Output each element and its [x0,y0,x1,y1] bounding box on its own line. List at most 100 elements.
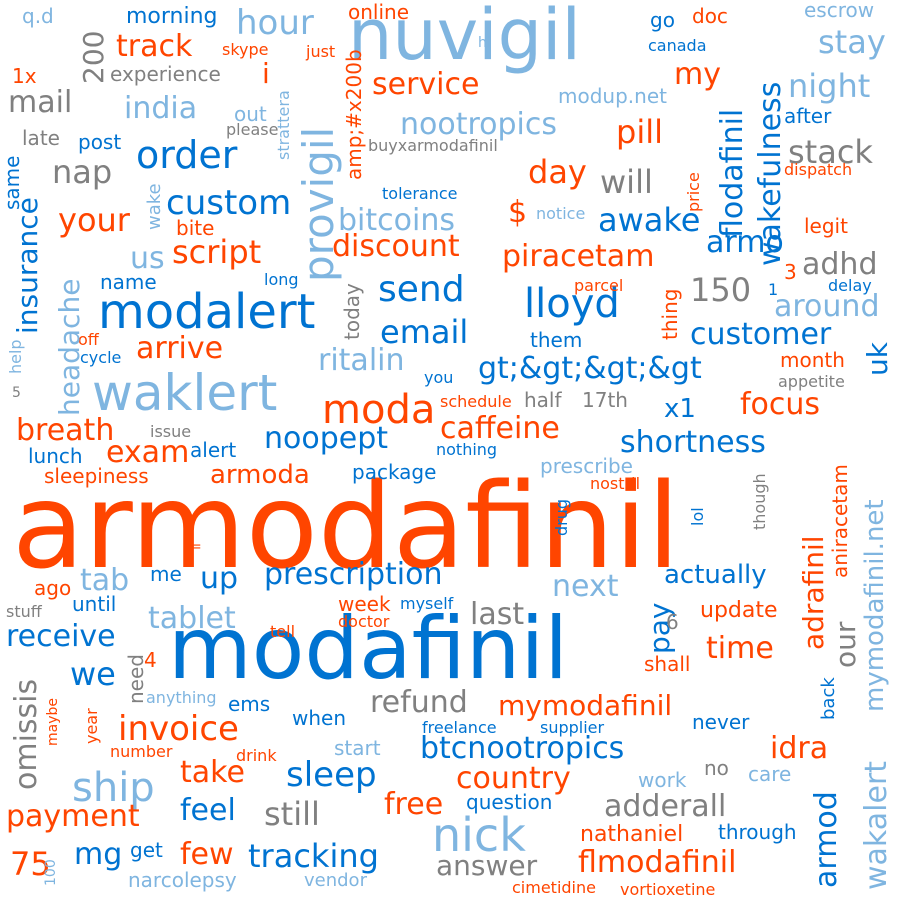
word-customer: customer [690,317,832,352]
word-few: few [180,837,234,872]
word-up: up [200,561,239,596]
word-armodafinil: armodafinil [12,457,680,595]
word-moda: moda [322,387,436,433]
word-lloyd: lloyd [524,281,620,327]
word-gt-gt-gt-gt: gt;&gt;&gt;&gt [478,351,702,386]
word-package: package [352,460,437,484]
word-tablet: tablet [148,601,236,636]
word-payment: payment [6,799,140,834]
word-though: though [750,473,769,530]
word-help: help [6,339,25,374]
word-tracking: tracking [248,837,379,875]
word-hour: hour [236,3,314,43]
word-btcnootropics: btcnootropics [420,731,625,766]
word-will: will [600,163,653,201]
word-adderall: adderall [604,789,727,824]
word-supplier: supplier [540,718,605,737]
word-day: day [528,153,587,191]
word-custom: custom [166,183,292,223]
word-armo: armo [706,225,784,260]
word-delay: delay [828,276,872,295]
word-dispatch: dispatch [784,160,853,179]
word-focus: focus [740,387,821,422]
word-go: go [650,8,675,32]
word-modup-net: modup.net [558,84,667,108]
word-mg: mg [74,837,123,872]
word-lunch: lunch [28,444,83,468]
word-uk: uk [861,342,894,376]
word-canada: canada [648,36,707,55]
word-night: night [788,67,871,105]
word-feel: feel [180,793,236,828]
word-when: when [292,706,347,730]
word-adrafinil: adrafinil [797,535,830,650]
word-anything: anything [146,688,217,707]
word-wakalert: wakalert [859,760,894,890]
word-after: after [784,104,832,128]
word-insurance: insurance [11,197,44,334]
word-doc: doc [692,4,728,28]
word-track: track [116,29,193,64]
word-out: out [234,102,267,126]
word-maybe: maybe [45,697,61,746]
word-cycle: cycle [80,348,122,367]
word-cimetidine: cimetidine [512,878,596,897]
word-until: until [72,592,117,616]
word-please: please [226,120,279,139]
word-mail: mail [8,85,73,120]
word-q-d: q.d [22,4,54,28]
word-freelance: freelance [422,718,497,737]
word-morning: morning [126,4,218,29]
word-headache: headache [53,278,86,416]
word-armod: armod [809,791,844,888]
word-experience: experience [110,62,221,86]
word-nootropics: nootropics [400,107,558,142]
word-100: 100 [43,859,59,886]
word-them: them [530,328,583,352]
word-75: 75 [10,845,51,883]
word-3: 3 [784,260,797,284]
word-flodafinil: flodafinil [715,108,750,238]
word-week: week [338,592,391,616]
word-get: get [130,838,163,862]
word-back: back [818,677,839,720]
word-country: country [456,761,571,796]
word-alert: alert [190,438,237,462]
word-doctor: doctor [338,612,390,631]
word-last: last [470,597,525,632]
word-17th: 17th [582,388,628,412]
word-stay: stay [818,23,886,61]
word-next: next [552,569,619,604]
word-month: month [780,348,845,372]
word-vortioxetine: vortioxetine [620,880,716,899]
word-email: email [380,313,469,351]
word-modafinil: modafinil [168,599,569,699]
word-nuvigil: nuvigil [348,0,581,76]
word-start: start [334,736,381,760]
word-late: late [22,126,60,150]
word-number: number [110,742,173,761]
word-sleep: sleep [286,755,377,795]
word-dollar: $ [508,195,528,230]
word-pill: pill [616,113,663,151]
word-free: free [384,787,444,822]
word-x1: x1 [664,394,696,424]
word-drink: drink [236,746,277,765]
word-4: 4 [144,648,157,672]
word-mymodafinil: mymodafinil [498,689,673,722]
word-aniracetam: aniracetam [828,464,852,578]
word-equals: = [190,539,202,555]
word-no: no [704,756,729,780]
word-off: off [78,330,99,349]
word-same: same [0,155,24,210]
word-omissis: omissis [9,678,44,790]
word-drug: drug [552,498,571,536]
word-amp-x200b: amp;#x200b [342,49,366,180]
word-script: script [172,233,262,271]
word-bitcoins: bitcoins [338,203,455,238]
word-adhd: adhd [802,247,878,282]
word-around: around [774,289,880,324]
word-modalert: modalert [98,284,316,340]
word-me: me [150,562,182,586]
